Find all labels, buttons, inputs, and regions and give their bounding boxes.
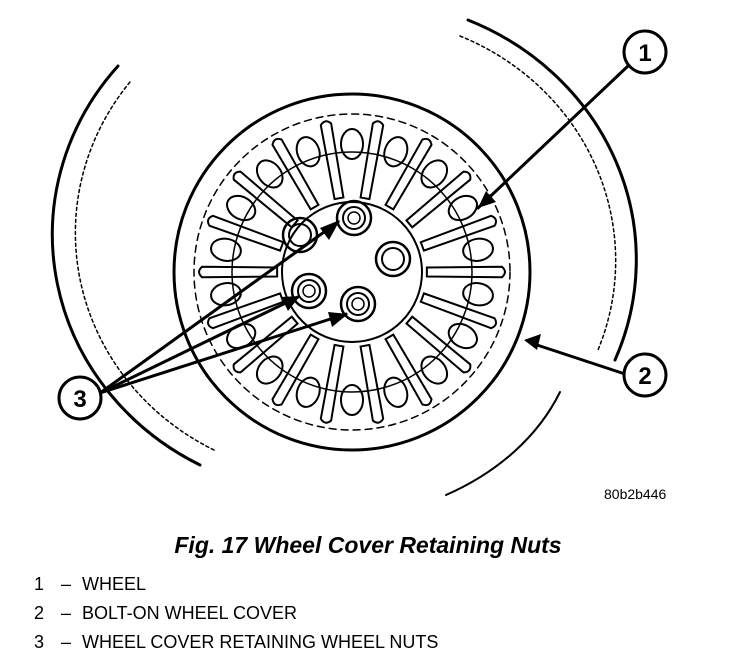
wheel-spoke	[405, 315, 472, 374]
leader-line-3b	[98, 295, 300, 395]
lug-nut	[374, 240, 412, 278]
lug-nut	[339, 285, 377, 323]
figure-code: 80b2b446	[604, 486, 667, 502]
wheel-spoke	[271, 137, 320, 211]
wheel-vent	[420, 355, 449, 385]
wheel-cover-diagram: 1 2 3	[50, 18, 668, 496]
wheel-vent	[383, 136, 409, 168]
wheel-vent	[255, 355, 284, 385]
wheel-vent	[295, 376, 321, 408]
arrowhead	[478, 191, 496, 208]
legend-item: 2–BOLT-ON WHEEL COVER	[34, 599, 438, 628]
wheel-spoke	[384, 137, 433, 211]
legend-label: WHEEL	[82, 574, 147, 594]
leader-line-3c	[98, 312, 348, 395]
wheel-vent	[226, 194, 257, 222]
arrowhead	[320, 220, 340, 240]
wheel-spoke	[207, 292, 285, 330]
wheel-spokes	[198, 120, 506, 424]
wheel-vent	[420, 159, 449, 189]
callout-2: 2	[622, 352, 668, 398]
legend-label: WHEEL COVER RETAINING WHEEL NUTS	[82, 632, 439, 652]
leader-line-3a	[98, 220, 340, 395]
wheel-vent	[383, 376, 409, 408]
wheel-spoke	[419, 292, 497, 330]
wheel-spoke	[207, 214, 285, 252]
callout-3: 3	[57, 375, 103, 421]
wheel-vent	[447, 322, 478, 350]
wheel-spoke	[359, 343, 385, 424]
arrowhead	[281, 296, 300, 311]
legend-item: 1–WHEEL	[34, 570, 438, 599]
tire-outline	[50, 64, 202, 467]
arrowhead	[524, 334, 541, 350]
wheel-spoke	[359, 120, 385, 201]
figure-caption: Fig. 17 Wheel Cover Retaining Nuts	[174, 532, 562, 558]
wheel-vent	[447, 194, 478, 222]
callout-number: 1	[638, 40, 651, 67]
legend-label: BOLT-ON WHEEL COVER	[82, 603, 298, 623]
wheel-spoke	[405, 170, 472, 229]
wheel-spoke	[232, 170, 299, 229]
wheel-vent	[340, 128, 364, 160]
legend-number: 2	[34, 603, 45, 623]
legend-number: 1	[34, 574, 45, 594]
wheel-spoke	[419, 214, 497, 252]
wheel-spoke	[198, 265, 279, 279]
arrowhead	[328, 312, 348, 327]
legend-number: 3	[34, 632, 45, 652]
legend-dash: –	[60, 632, 71, 652]
wheel-vent	[210, 237, 242, 262]
legend-dash: –	[60, 574, 71, 594]
wheel-vent	[340, 384, 364, 416]
wheel-spoke	[232, 315, 299, 374]
lug-nut	[290, 272, 328, 310]
wheel-vent	[462, 282, 494, 307]
wheel-vent	[255, 159, 284, 189]
wheel-spoke	[319, 343, 345, 424]
wheel-spoke	[384, 333, 433, 407]
leader-line-2	[532, 342, 630, 377]
legend: 1–WHEEL 2–BOLT-ON WHEEL COVER 3–WHEEL CO…	[34, 570, 438, 657]
wheel-spoke	[271, 333, 320, 407]
wheel-vent	[295, 136, 321, 168]
legend-item: 3–WHEEL COVER RETAINING WHEEL NUTS	[34, 628, 438, 657]
wheel-vent	[462, 237, 494, 262]
leader-line-1	[476, 64, 630, 210]
lug-nut	[281, 216, 319, 254]
legend-dash: –	[60, 603, 71, 623]
callout-number: 2	[638, 363, 651, 390]
callout-1: 1	[622, 29, 668, 75]
callout-number: 3	[73, 386, 86, 413]
wheel-cover-rim	[172, 92, 532, 452]
wheel-spoke	[425, 265, 506, 279]
wheel-spoke	[319, 120, 345, 201]
lug-nut	[335, 199, 373, 237]
